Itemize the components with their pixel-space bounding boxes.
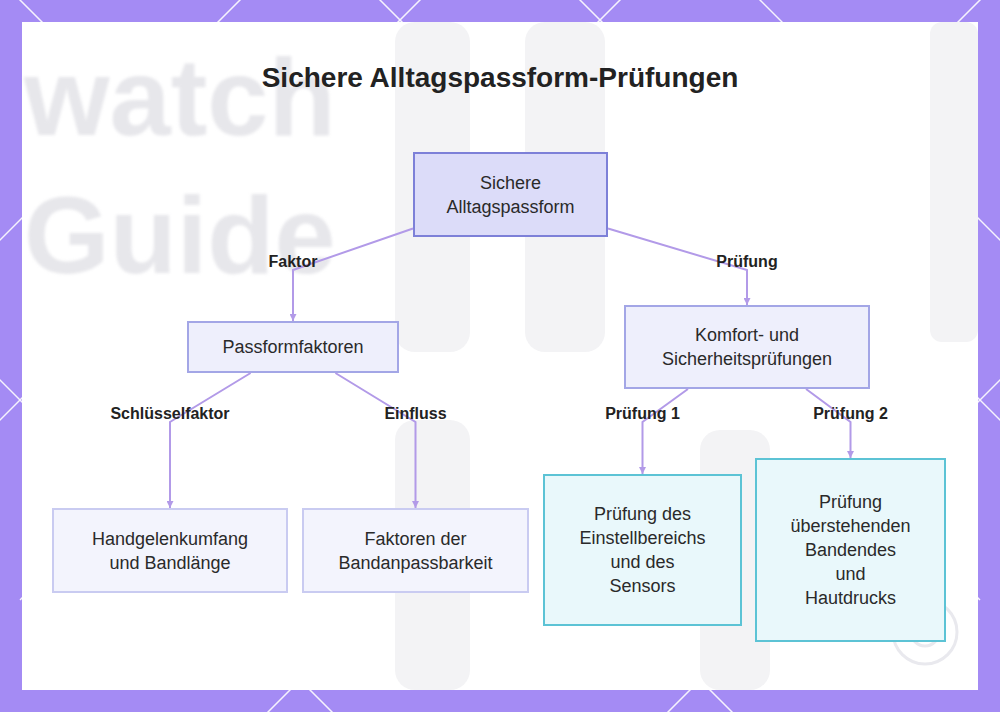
node-text: Passformfaktoren	[222, 335, 363, 359]
process-box: Faktoren der Bandanpassbarkeit	[302, 508, 529, 593]
connector-line	[293, 229, 413, 322]
edge-label: Faktor	[269, 253, 318, 271]
edge-label: Prüfung 1	[605, 405, 680, 423]
process-box: Passformfaktoren	[187, 321, 399, 373]
process-box: Sichere Alltagspassform	[413, 152, 608, 237]
node-text: Prüfung des Einstellbereichs und des Sen…	[576, 502, 710, 598]
watermark-text: watch	[24, 42, 336, 152]
connector-line	[643, 389, 688, 474]
process-box: Handgelenkumfang und Bandlänge	[52, 508, 288, 593]
connector-line	[335, 373, 415, 508]
node-text: Faktoren der Bandanpassbarkeit	[316, 527, 516, 575]
node-text: Sichere Alltagspassform	[426, 171, 596, 219]
connector-line	[806, 389, 850, 458]
connector-line	[170, 373, 251, 508]
process-box: Prüfung des Einstellbereichs und des Sen…	[543, 474, 742, 626]
edge-label: Schlüsselfaktor	[110, 405, 229, 423]
white-panel	[22, 22, 978, 690]
edge-label: Prüfung 2	[813, 405, 888, 423]
process-box: Komfort- und Sicherheitsprüfungen	[624, 305, 870, 389]
node-text: Prüfung überstehenden Bandendes und Haut…	[790, 490, 912, 610]
node-text: Handgelenkumfang und Bandlänge	[80, 527, 260, 575]
edge-label: Prüfung	[716, 253, 777, 271]
node-text: Komfort- und Sicherheitsprüfungen	[637, 323, 857, 371]
watermark-text: Guide	[24, 180, 336, 290]
edge-label: Einfluss	[384, 405, 446, 423]
diagram-title: Sichere Alltagspassform-Prüfungen	[0, 62, 1000, 94]
process-box: Prüfung überstehenden Bandendes und Haut…	[755, 458, 946, 642]
